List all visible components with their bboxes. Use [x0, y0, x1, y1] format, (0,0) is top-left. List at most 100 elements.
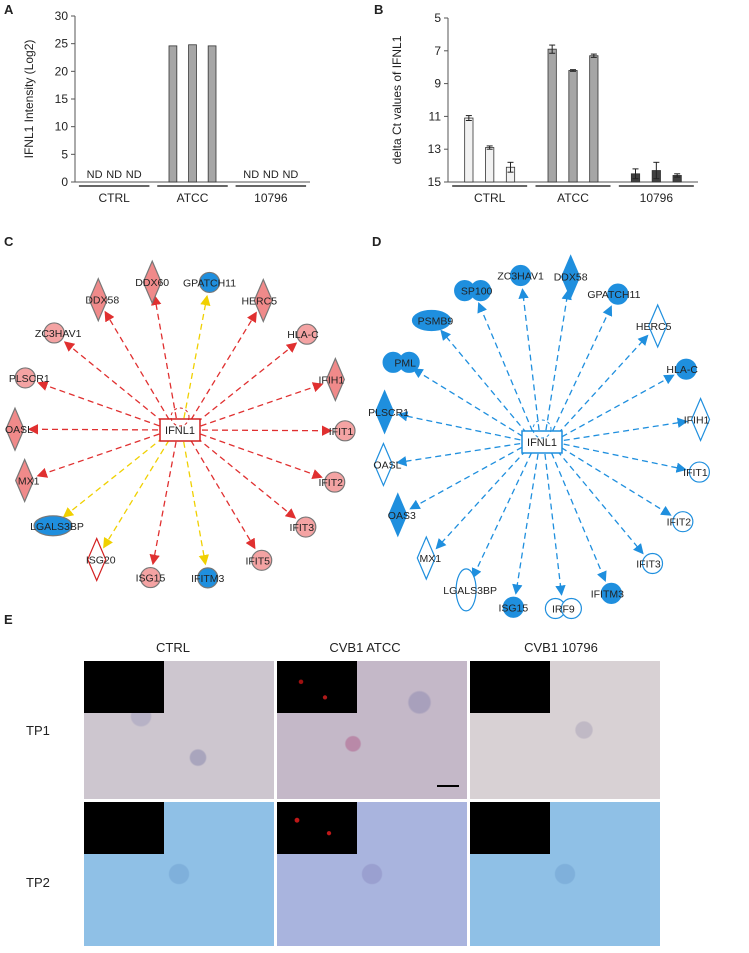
edge [63, 341, 164, 423]
edge [200, 433, 323, 480]
node-shape [470, 280, 492, 302]
edge [556, 450, 644, 555]
node-shape [295, 516, 317, 538]
edge [512, 453, 539, 595]
node-label: MX1 [420, 553, 442, 565]
edge [396, 442, 521, 467]
node-label: OAS3 [388, 510, 416, 522]
node-label: PLSCR1 [9, 373, 50, 385]
node-label: HERC5 [636, 321, 672, 333]
y-tick-label: 25 [55, 37, 69, 51]
node-label: ISG20 [86, 554, 116, 566]
edge [545, 289, 572, 431]
node-label: IFIT1 [329, 426, 354, 438]
panel-letter-a: A [4, 2, 14, 17]
node-shape [398, 351, 420, 373]
node-label: SP100 [461, 286, 493, 298]
node-shape [324, 471, 346, 493]
edge [37, 380, 160, 427]
node-label: GPATCH11 [183, 277, 236, 289]
bar-label: ND [87, 169, 103, 181]
node-shape [296, 323, 318, 345]
node-shape [5, 406, 25, 452]
node-shape [373, 441, 394, 487]
edge [471, 452, 533, 579]
y-tick-label: 7 [434, 44, 441, 58]
y-tick-label: 9 [434, 77, 441, 91]
node-shape [197, 567, 219, 589]
node-shape [33, 515, 73, 537]
fluorescence-inset [84, 802, 164, 854]
node-label: ZC3HAV1 [497, 271, 544, 283]
edge [183, 294, 211, 419]
y-tick-label: 13 [428, 142, 442, 156]
bar [207, 45, 217, 183]
group-label: 10796 [640, 191, 674, 205]
node-shape [374, 389, 395, 435]
node-shape [560, 597, 583, 620]
column-label-ctrl: CTRL [156, 640, 190, 655]
edge [201, 425, 333, 436]
edge [190, 440, 256, 550]
node-label: IRF9 [552, 603, 575, 615]
edge [544, 453, 566, 596]
panel-letter-e: E [4, 612, 13, 627]
node-label: OASL [5, 424, 33, 436]
bar [568, 70, 578, 183]
scale-bar [437, 785, 459, 787]
node-shape [388, 492, 408, 538]
edge [409, 446, 523, 510]
node-shape [139, 566, 162, 589]
node-shape [325, 356, 346, 402]
node-label: IFIT1 [683, 467, 708, 479]
node-shape [43, 322, 65, 344]
node-label: PML [394, 357, 416, 369]
panel-letter-b: B [374, 2, 384, 17]
node-shape [253, 277, 273, 324]
micrograph-atcc-tp1 [277, 661, 467, 799]
edge [551, 305, 613, 432]
edge [196, 437, 297, 519]
edge [149, 441, 177, 566]
bar-label: ND [243, 169, 259, 181]
bar [547, 48, 557, 183]
node-label: PLSCR1 [368, 407, 409, 419]
panel-letter-d: D [372, 234, 382, 249]
node-shape [88, 277, 108, 323]
node-label: ISG15 [136, 573, 166, 585]
node-shape [416, 535, 436, 581]
node-label: PSMB9 [418, 316, 454, 328]
edge [27, 424, 159, 435]
bar [464, 117, 474, 183]
edge [557, 334, 649, 435]
node-shape [198, 271, 221, 294]
node-label: HLA-C [287, 329, 319, 341]
bar-label: ND [126, 169, 142, 181]
row-label-tp2: TP2 [26, 875, 50, 890]
node-shape [600, 582, 622, 604]
y-tick-label: 0 [61, 175, 68, 189]
fluorescence-inset [277, 661, 357, 713]
node-label: OASL [373, 459, 401, 471]
edge [550, 452, 607, 582]
node-shape [14, 367, 36, 389]
column-label-cvb1-10796: CVB1 10796 [524, 640, 598, 655]
node-label: IFIT2 [318, 477, 343, 489]
node-label: IFIT3 [290, 522, 315, 534]
group-label: CTRL [474, 191, 506, 205]
node-shape [675, 358, 697, 380]
bar-label: ND [282, 169, 298, 181]
node-label: IFIH1 [319, 374, 345, 386]
bar [589, 55, 599, 183]
node-label: LGALS3BP [30, 521, 84, 533]
node-label: MX1 [18, 476, 40, 488]
micrograph-ctrl-tp1 [84, 661, 274, 799]
micrograph-ctrl-tp2 [84, 802, 274, 946]
center-self-loop [532, 419, 552, 439]
y-axis-label: delta Ct values of IFNL1 [390, 35, 404, 164]
bar-label: ND [106, 169, 122, 181]
node-shape [607, 283, 629, 305]
node-label: ISG15 [498, 602, 528, 614]
node-label: IFIT2 [667, 517, 692, 529]
